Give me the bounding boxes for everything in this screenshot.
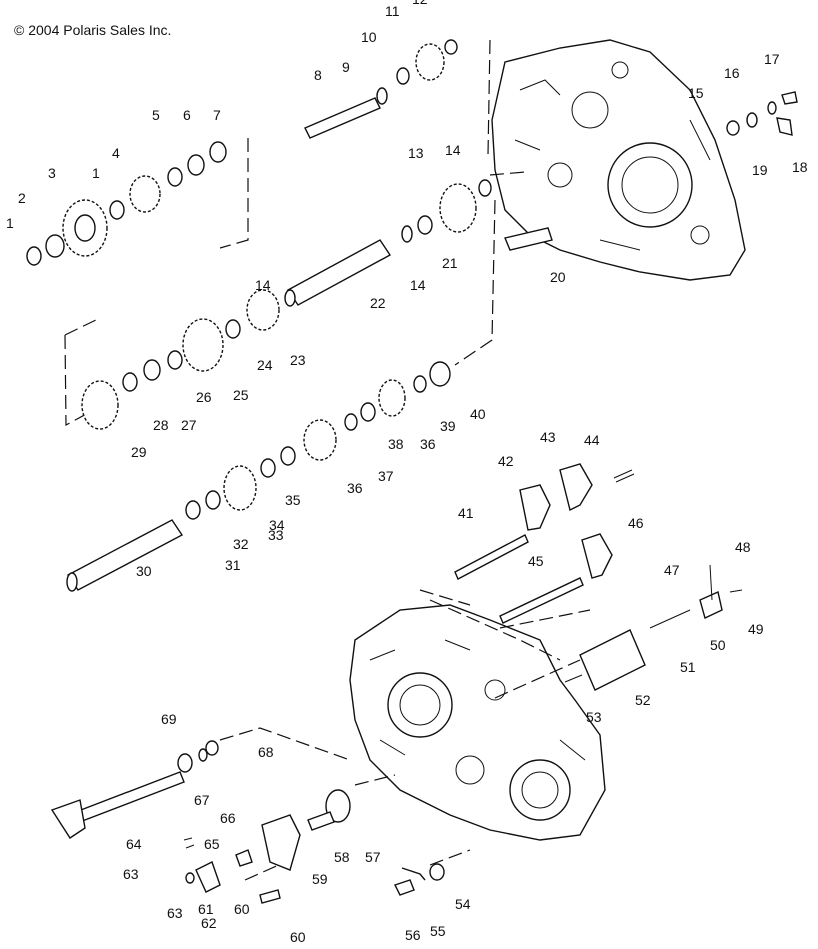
callout-37: 37 bbox=[378, 468, 394, 484]
callout-44: 44 bbox=[584, 432, 600, 448]
callout-46: 46 bbox=[628, 515, 644, 531]
callout-13: 13 bbox=[408, 145, 424, 161]
callout-39: 39 bbox=[440, 418, 456, 434]
callout-3: 3 bbox=[48, 165, 56, 181]
callout-20: 20 bbox=[550, 269, 566, 285]
callout-55: 55 bbox=[430, 923, 446, 939]
callout-63: 63 bbox=[167, 905, 183, 921]
callout-59: 59 bbox=[312, 871, 328, 887]
callout-60: 60 bbox=[234, 901, 250, 917]
callout-49: 49 bbox=[748, 621, 764, 637]
callout-5: 5 bbox=[152, 107, 160, 123]
callout-69: 69 bbox=[161, 711, 177, 727]
callout-45: 45 bbox=[528, 553, 544, 569]
callout-67: 67 bbox=[194, 792, 210, 808]
callout-54: 54 bbox=[455, 896, 471, 912]
callout-11: 11 bbox=[385, 3, 400, 19]
shaft-assembly-top bbox=[304, 39, 458, 139]
callout-34: 34 bbox=[269, 517, 285, 533]
callout-8: 8 bbox=[314, 67, 322, 83]
callout-31: 31 bbox=[225, 557, 241, 573]
callout-16: 16 bbox=[724, 65, 740, 81]
callout-15: 15 bbox=[688, 85, 704, 101]
callout-63: 63 bbox=[123, 866, 139, 882]
callout-14: 14 bbox=[410, 277, 426, 293]
callout-17: 17 bbox=[764, 51, 780, 67]
callout-labels: 1231456789101112131415161718192021221414… bbox=[6, 0, 808, 945]
callout-60: 60 bbox=[290, 929, 306, 944]
callout-68: 68 bbox=[258, 744, 274, 760]
callout-58: 58 bbox=[334, 849, 350, 865]
callout-6: 6 bbox=[183, 107, 191, 123]
callout-65: 65 bbox=[204, 836, 220, 852]
shift-fork-assembly bbox=[454, 463, 635, 624]
callout-7: 7 bbox=[213, 107, 221, 123]
callout-12: 12 bbox=[412, 0, 428, 7]
callout-64: 64 bbox=[126, 836, 142, 852]
crankcase-lower bbox=[349, 604, 606, 841]
callout-51: 51 bbox=[680, 659, 696, 675]
callout-48: 48 bbox=[735, 539, 751, 555]
callout-18: 18 bbox=[792, 159, 808, 175]
callout-43: 43 bbox=[540, 429, 556, 445]
callout-52: 52 bbox=[635, 692, 651, 708]
output-shaft-assembly bbox=[66, 361, 451, 592]
callout-38: 38 bbox=[388, 436, 404, 452]
callout-30: 30 bbox=[136, 563, 152, 579]
callout-36: 36 bbox=[347, 480, 363, 496]
callout-21: 21 bbox=[442, 255, 458, 271]
callout-41: 41 bbox=[458, 505, 474, 521]
callout-1: 1 bbox=[6, 215, 14, 231]
callout-1: 1 bbox=[92, 165, 100, 181]
callout-50: 50 bbox=[710, 637, 726, 653]
shift-linkage-parts bbox=[183, 789, 445, 904]
callout-2: 2 bbox=[18, 190, 26, 206]
callout-35: 35 bbox=[285, 492, 301, 508]
callout-33: 33 bbox=[268, 527, 284, 543]
callout-56: 56 bbox=[405, 927, 421, 943]
copyright-notice: © 2004 Polaris Sales Inc. bbox=[14, 22, 172, 38]
gear-cluster-middle bbox=[81, 318, 224, 430]
callout-62: 62 bbox=[201, 915, 217, 931]
callout-66: 66 bbox=[220, 810, 236, 826]
gear-cluster-upper-left bbox=[26, 141, 227, 266]
callout-24: 24 bbox=[257, 357, 273, 373]
callout-29: 29 bbox=[131, 444, 147, 460]
callout-28: 28 bbox=[153, 417, 169, 433]
callout-42: 42 bbox=[498, 453, 514, 469]
callout-61: 61 bbox=[198, 901, 214, 917]
crankcase-upper bbox=[491, 39, 746, 281]
callout-9: 9 bbox=[342, 59, 350, 75]
callout-36: 36 bbox=[420, 436, 436, 452]
small-parts-right bbox=[504, 91, 798, 251]
callout-53: 53 bbox=[586, 709, 602, 725]
shaft-assembly-22 bbox=[225, 179, 492, 339]
callout-26: 26 bbox=[196, 389, 212, 405]
callout-47: 47 bbox=[664, 562, 680, 578]
callout-19: 19 bbox=[752, 162, 768, 178]
callout-57: 57 bbox=[365, 849, 381, 865]
callout-22: 22 bbox=[370, 295, 386, 311]
callout-14: 14 bbox=[445, 142, 461, 158]
callout-14: 14 bbox=[255, 277, 271, 293]
shift-drum-assembly bbox=[564, 564, 743, 691]
callout-40: 40 bbox=[470, 406, 486, 422]
callout-10: 10 bbox=[361, 29, 377, 45]
callout-32: 32 bbox=[233, 536, 249, 552]
callout-4: 4 bbox=[112, 145, 120, 161]
callout-23: 23 bbox=[290, 352, 306, 368]
callout-27: 27 bbox=[181, 417, 197, 433]
callout-25: 25 bbox=[233, 387, 249, 403]
shift-shaft-assembly bbox=[50, 740, 219, 839]
